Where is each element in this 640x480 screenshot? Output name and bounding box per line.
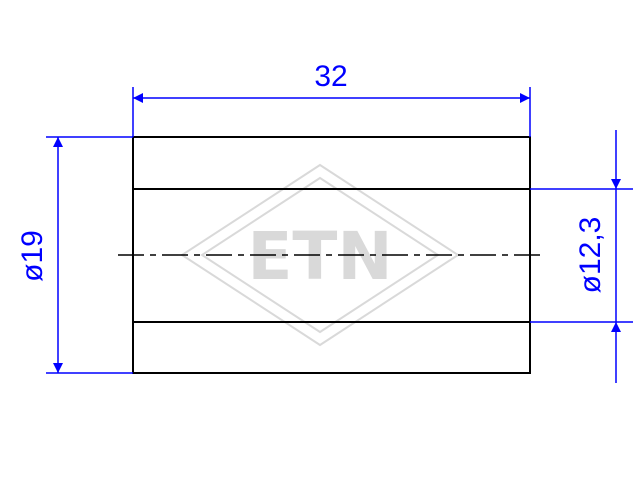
inner-diameter-label: ø12,3 bbox=[574, 217, 607, 294]
watermark-text: ETN bbox=[247, 218, 392, 295]
length-label: 32 bbox=[314, 60, 347, 93]
watermark-diamond-inner bbox=[200, 176, 440, 334]
inner-diameter-dimension bbox=[530, 130, 633, 383]
outer-diameter-dimension bbox=[46, 136, 133, 374]
outer-diameter-label: ø19 bbox=[16, 230, 49, 282]
watermark-logo: ETN bbox=[180, 163, 460, 347]
watermark-diamond-outer bbox=[180, 163, 460, 347]
length-dimension bbox=[132, 87, 531, 137]
